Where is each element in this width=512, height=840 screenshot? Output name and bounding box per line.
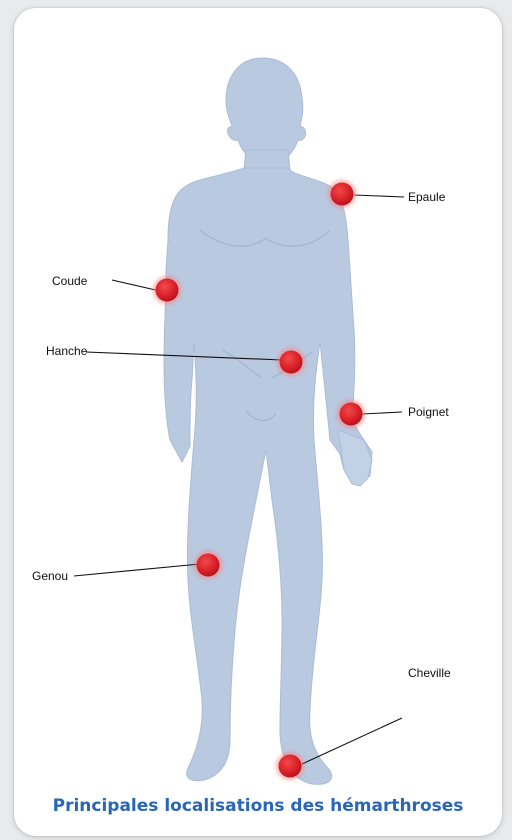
label-epaule: Epaule [408, 190, 445, 204]
leader-line-poignet [362, 412, 402, 414]
torso-legs-shape [164, 168, 372, 784]
marker-genou[interactable] [194, 551, 222, 579]
hand-shape [338, 430, 372, 486]
marker-coude[interactable] [153, 276, 181, 304]
label-poignet: Poignet [408, 405, 449, 419]
leader-line-coude [112, 280, 160, 291]
marker-cheville[interactable] [276, 752, 304, 780]
leader-line-genou [74, 564, 200, 576]
leader-line-cheville [302, 718, 402, 764]
marker-poignet[interactable] [337, 400, 365, 428]
leader-line-epaule [354, 195, 404, 197]
marker-hanche[interactable] [277, 348, 305, 376]
neck-shape [244, 150, 290, 170]
label-genou: Genou [32, 569, 68, 583]
marker-epaule[interactable] [328, 180, 356, 208]
label-cheville: Cheville [408, 666, 451, 680]
label-hanche: Hanche [46, 344, 87, 358]
diagram-caption: Principales localisations des hémarthros… [14, 796, 502, 816]
label-coude: Coude [52, 274, 87, 288]
